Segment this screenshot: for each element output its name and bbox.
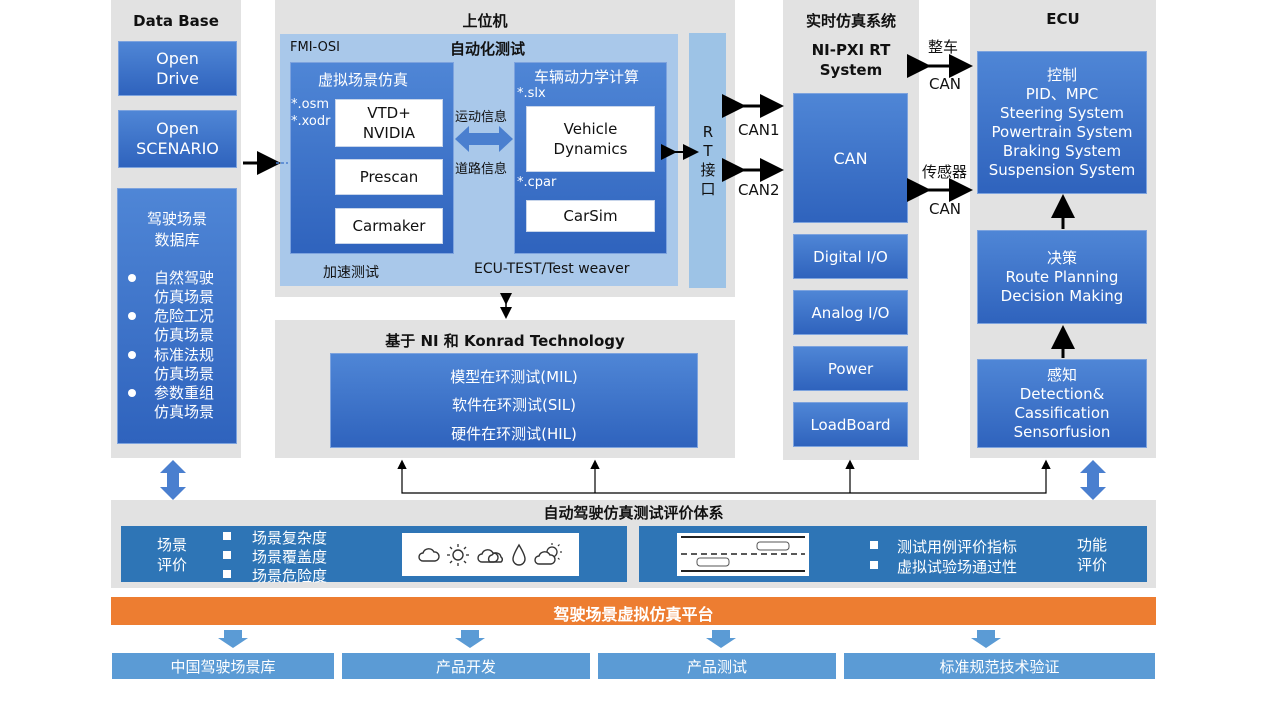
auto-test-label: 自动化测试 <box>450 40 526 58</box>
can-top-label: CAN <box>929 75 961 93</box>
open-scenario-box: Open SCENARIO <box>118 110 237 168</box>
bullet-square <box>223 532 231 540</box>
bullet-dot <box>128 389 136 397</box>
prescan-box: Prescan <box>335 159 443 195</box>
loadboard-module: LoadBoard <box>793 402 908 447</box>
output-china-scene-lib: 中国驾驶场景库 <box>112 653 334 679</box>
xodr-label: *.xodr <box>291 114 331 129</box>
rt-interface-box <box>689 33 726 288</box>
road-info-label: 道路信息 <box>455 162 508 177</box>
open-drive-box: Open Drive <box>118 41 237 96</box>
rt-interface-label: R T 接 口 <box>700 123 716 198</box>
output-standard-verify: 标准规范技术验证 <box>844 653 1155 679</box>
raindrop-icon <box>512 543 526 566</box>
can-bottom-label: CAN <box>929 200 961 218</box>
realtime-title: 实时仿真系统 <box>805 12 896 30</box>
virtual-scene-title: 虚拟场景仿真 <box>318 71 409 89</box>
platform-title: 驾驶场景虚拟仿真平台 <box>553 605 714 624</box>
scene-eval-item-3: 场景危险度 <box>252 567 328 585</box>
sun-icon <box>447 544 469 566</box>
function-eval-item-2: 虚拟试验场通过性 <box>897 558 1018 576</box>
ni-pxi-system-title: NI-PXI RT System <box>811 41 891 79</box>
vehicle-link-label: 整车 <box>928 38 959 56</box>
road-lane-icon <box>681 536 805 572</box>
function-eval-item-1: 测试用例评价指标 <box>897 538 1018 556</box>
bullet-square <box>223 551 231 559</box>
scene-library-item-1: 自然驾驶 仿真场景 <box>154 269 215 306</box>
scene-eval-label: 场景 评价 <box>157 536 188 574</box>
evaluation-title: 自动驾驶仿真测试评价体系 <box>543 504 724 522</box>
function-eval-label: 功能 评价 <box>1077 536 1108 574</box>
partly-sunny-icon <box>534 543 562 565</box>
slx-label: *.slx <box>517 86 546 101</box>
can1-label: CAN1 <box>738 121 780 139</box>
accel-test-label: 加速测试 <box>323 265 379 281</box>
host-title: 上位机 <box>462 12 508 30</box>
vehicle-dynamics-box: Vehicle Dynamics <box>526 106 655 172</box>
can2-label: CAN2 <box>738 181 780 199</box>
konrad-title: 基于 NI 和 Konrad Technology <box>385 332 625 350</box>
sil-test-label: 软件在环测试(SIL) <box>451 396 576 414</box>
vtd-nvidia-box: VTD+ NVIDIA <box>335 99 443 147</box>
output-product-test: 产品测试 <box>598 653 836 679</box>
cpar-label: *.cpar <box>517 175 557 190</box>
motion-info-label: 运动信息 <box>455 110 508 125</box>
bullet-square <box>223 570 231 578</box>
bullet-square <box>870 541 878 549</box>
scene-library-item-4: 参数重组 仿真场景 <box>154 384 215 421</box>
ecu-perception-box: 感知 Detection& Cassification Sensorfusion <box>977 359 1147 448</box>
carsim-box: CarSim <box>526 200 655 232</box>
digital-io-module: Digital I/O <box>793 234 908 279</box>
cloud-icon <box>418 548 440 562</box>
ecu-test-label: ECU-TEST/Test weaver <box>474 261 630 277</box>
scene-eval-item-2: 场景覆盖度 <box>252 548 328 566</box>
cloudy-icon <box>477 549 503 563</box>
scene-library-item-2: 危险工况 仿真场景 <box>154 307 215 344</box>
ecu-title: ECU <box>1046 10 1080 28</box>
scene-eval-item-1: 场景复杂度 <box>252 529 328 547</box>
scene-library-box: 驾驶场景 数据库 <box>117 188 237 444</box>
sensor-link-label: 传感器 <box>922 163 968 181</box>
carmaker-box: Carmaker <box>335 208 443 244</box>
bullet-square <box>870 561 878 569</box>
hil-test-label: 硬件在环测试(HIL) <box>451 425 577 443</box>
fmi-osi-label: FMI-OSI <box>290 40 340 55</box>
bullet-dot <box>128 274 136 282</box>
can-module: CAN <box>793 93 908 223</box>
power-module: Power <box>793 346 908 391</box>
osm-label: *.osm <box>291 97 330 112</box>
scene-library-item-3: 标准法规 仿真场景 <box>154 346 215 383</box>
scene-library-title: 驾驶场景 数据库 <box>146 210 207 249</box>
double-arrow-icon <box>455 126 513 152</box>
bullet-dot <box>128 312 136 320</box>
database-title: Data Base <box>133 12 219 30</box>
ecu-control-box: 控制 PID、MPC Steering System Powertrain Sy… <box>977 51 1147 194</box>
ecu-decision-box: 决策 Route Planning Decision Making <box>977 230 1147 324</box>
output-product-dev: 产品开发 <box>342 653 590 679</box>
bullet-dot <box>128 351 136 359</box>
mil-test-label: 模型在环测试(MIL) <box>450 368 578 386</box>
platform-bar <box>111 597 1156 625</box>
vehicle-dynamics-calc-title: 车辆动力学计算 <box>534 68 640 86</box>
xil-test-box <box>330 353 698 448</box>
analog-io-module: Analog I/O <box>793 290 908 335</box>
